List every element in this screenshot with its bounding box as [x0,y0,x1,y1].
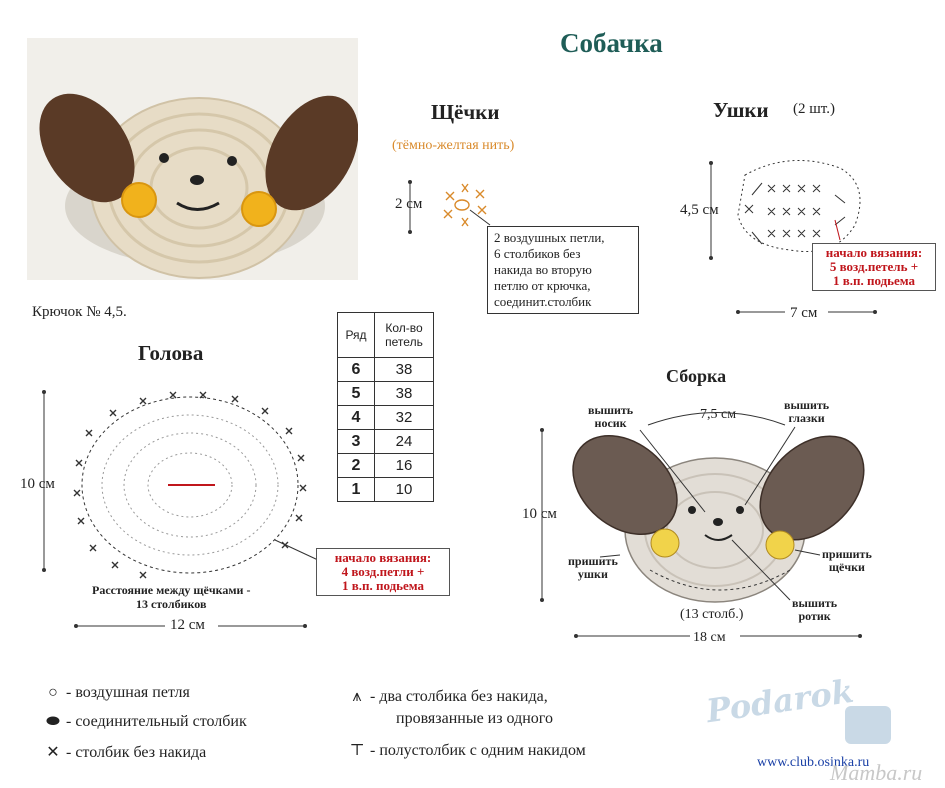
assembly-ears-label: пришить ушки [568,554,618,581]
head-title: Голова [138,341,204,365]
head-distance-note: Расстояние между щёчками - 13 столбиков [92,583,251,611]
single-crochet-icon: ✕ [46,744,60,761]
legend-chain: ○- воздушная петля [40,684,190,702]
assembly-height: 10 см [522,506,557,522]
cheeks-title: Щёчки [431,100,500,124]
ears-count: (2 шт.) [793,101,835,117]
assembly-eyes-label: вышить глазки [784,398,830,425]
cheeks-yarn: (тёмно-желтая нить) [392,138,515,153]
watermark-url: www.club.osinka.ru [757,755,870,770]
assembly-cheeks-label: пришить щёчки [822,547,872,574]
col-row-header: Ряд [337,312,375,358]
increase-icon: ⩚ [352,688,362,705]
puzzle-icon [845,706,891,744]
assembly-nose-label: вышить носик [588,403,634,430]
ears-width: 7 см [790,305,818,321]
dog-photo [27,38,358,280]
watermark-site: Mamba.ru [830,760,923,785]
ears-title: Ушки [713,98,769,122]
assembly-stitches: (13 столб.) [680,607,744,622]
head-height: 10 см [20,476,55,492]
assembly-mouth-label: вышить ротик [792,596,838,623]
slip-stitch-icon: ⬬ [46,713,60,730]
assembly-width: 18 см [693,630,726,645]
page-title: Собачка [560,28,663,58]
legend-hdc: ⊤- полустолбик с одним накидом [344,740,585,760]
assembly-top-width: 7,5 см [700,407,737,422]
col-count-header: Кол-во петель [374,312,434,358]
table-header: Ряд Кол-во петель [337,312,434,358]
hook-size: Крючок № 4,5. [32,304,127,320]
half-double-crochet-icon: ⊤ [349,742,365,759]
chain-icon: ○ [48,684,58,701]
assembly-title: Сборка [666,366,727,386]
head-start-note: начало вязания: 4 возд.петли + 1 в.п. по… [316,548,450,596]
legend-sc: ✕- столбик без накида [40,742,206,762]
legend-inc: ⩚ - два столбика без накида, провязанные… [344,686,552,730]
head-width: 12 см [170,617,205,633]
cheeks-note: 2 воздушных петли, 6 столбиков без накид… [487,226,639,314]
dog-photo-illustration [27,38,358,280]
cheeks-size: 2 см [395,196,423,212]
ears-height: 4,5 см [680,202,719,218]
ears-start-note: начало вязания: 5 возд.петель + 1 в.п. п… [812,243,936,291]
legend-slip: ⬬- соединительный столбик [40,713,247,731]
